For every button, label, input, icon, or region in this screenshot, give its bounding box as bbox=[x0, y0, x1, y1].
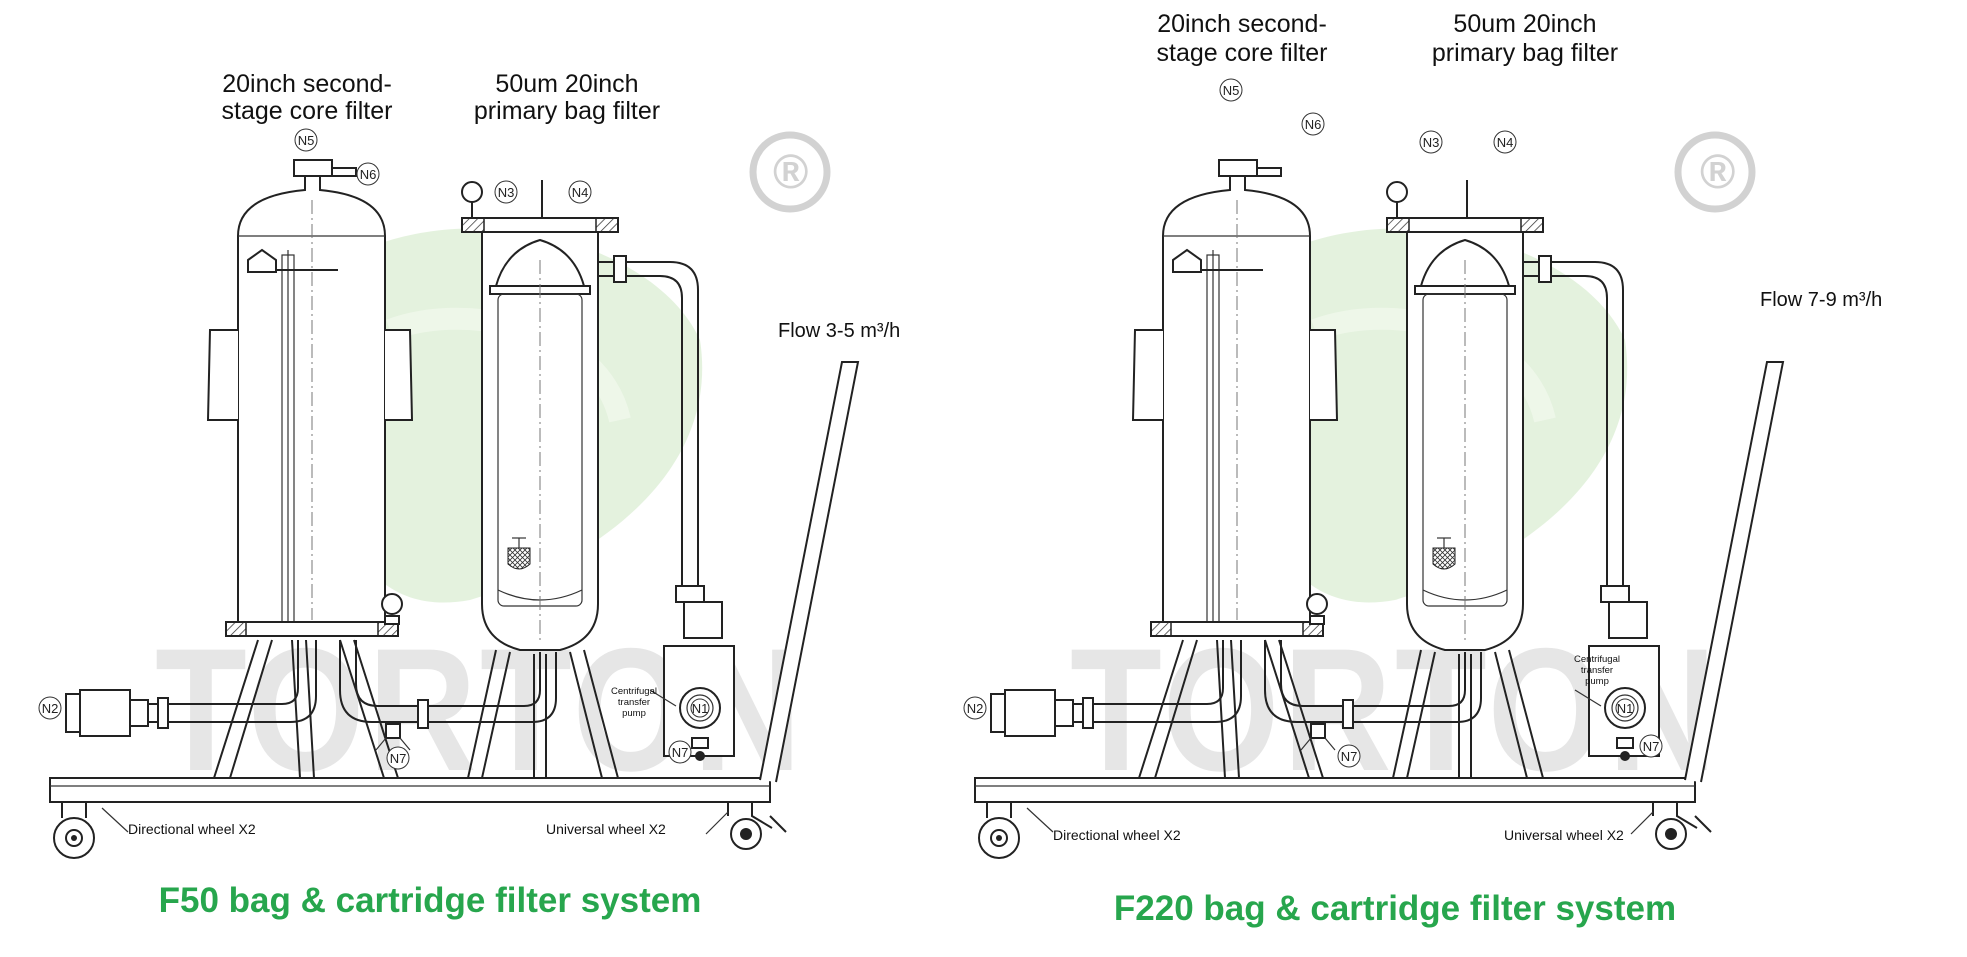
nozzle-n1: N1 bbox=[692, 701, 709, 716]
system-title-f220: F220 bag & cartridge filter system bbox=[1114, 889, 1676, 928]
nozzle-tags: N1 N2 N3 N4 N5 N6 N7 N7 bbox=[38, 128, 710, 770]
nozzle-n1: N1 bbox=[1617, 701, 1634, 716]
nozzle-n7-pump: N7 bbox=[672, 745, 689, 760]
pump-label-line1: Centrifugal bbox=[611, 686, 657, 697]
pump-label-line2: transfer bbox=[618, 697, 650, 708]
nozzle-n5: N5 bbox=[1223, 83, 1240, 98]
system-title-f50: F50 bag & cartridge filter system bbox=[159, 881, 702, 920]
system-f220: 20inch second- stage core filter 50um 20… bbox=[963, 10, 1882, 928]
core-filter-label-line2: stage core filter bbox=[1157, 39, 1328, 67]
nozzle-tags: N1 N2 N3 N4 N5 N6 N7 N7 bbox=[963, 78, 1663, 768]
flow-label: Flow 3-5 m³/h bbox=[778, 320, 900, 342]
pump-label-line1: Centrifugal bbox=[1574, 654, 1620, 665]
nozzle-n5: N5 bbox=[298, 133, 315, 148]
pump-label-line3: pump bbox=[1585, 676, 1609, 687]
registered-mark-right: ® bbox=[1700, 146, 1735, 199]
pump-label-line3: pump bbox=[622, 708, 646, 719]
core-filter-label-line1: 20inch second- bbox=[1157, 10, 1327, 38]
bag-filter-label-line1: 50um 20inch bbox=[1453, 10, 1596, 38]
nozzle-n7-pump: N7 bbox=[1643, 739, 1660, 754]
universal-wheel-label: Universal wheel X2 bbox=[546, 821, 666, 837]
bag-filter-label-line2: primary bag filter bbox=[1432, 39, 1618, 67]
nozzle-n7-drain: N7 bbox=[390, 751, 407, 766]
nozzle-n3: N3 bbox=[1423, 135, 1440, 150]
bag-filter-label-line2: primary bag filter bbox=[474, 97, 660, 125]
bag-filter-label-line1: 50um 20inch bbox=[495, 70, 638, 98]
directional-wheel-label: Directional wheel X2 bbox=[1053, 827, 1181, 843]
system-f50: 20inch second- stage core filter 50um 20… bbox=[38, 70, 900, 920]
universal-wheel-label: Universal wheel X2 bbox=[1504, 827, 1624, 843]
core-filter-label-line1: 20inch second- bbox=[222, 70, 392, 98]
nozzle-n2: N2 bbox=[42, 701, 59, 716]
pump-label-line2: transfer bbox=[1581, 665, 1613, 676]
directional-wheel-label: Directional wheel X2 bbox=[128, 821, 256, 837]
nozzle-n4: N4 bbox=[1497, 135, 1514, 150]
nozzle-n4: N4 bbox=[572, 185, 589, 200]
nozzle-n3: N3 bbox=[498, 185, 515, 200]
nozzle-n7-drain: N7 bbox=[1341, 749, 1358, 764]
core-filter-label-line2: stage core filter bbox=[222, 97, 393, 125]
nozzle-n2: N2 bbox=[967, 701, 984, 716]
registered-mark-left: ® bbox=[773, 146, 808, 199]
nozzle-n6: N6 bbox=[1305, 117, 1322, 132]
nozzle-n6: N6 bbox=[360, 167, 377, 182]
flow-label: Flow 7-9 m³/h bbox=[1760, 289, 1882, 311]
